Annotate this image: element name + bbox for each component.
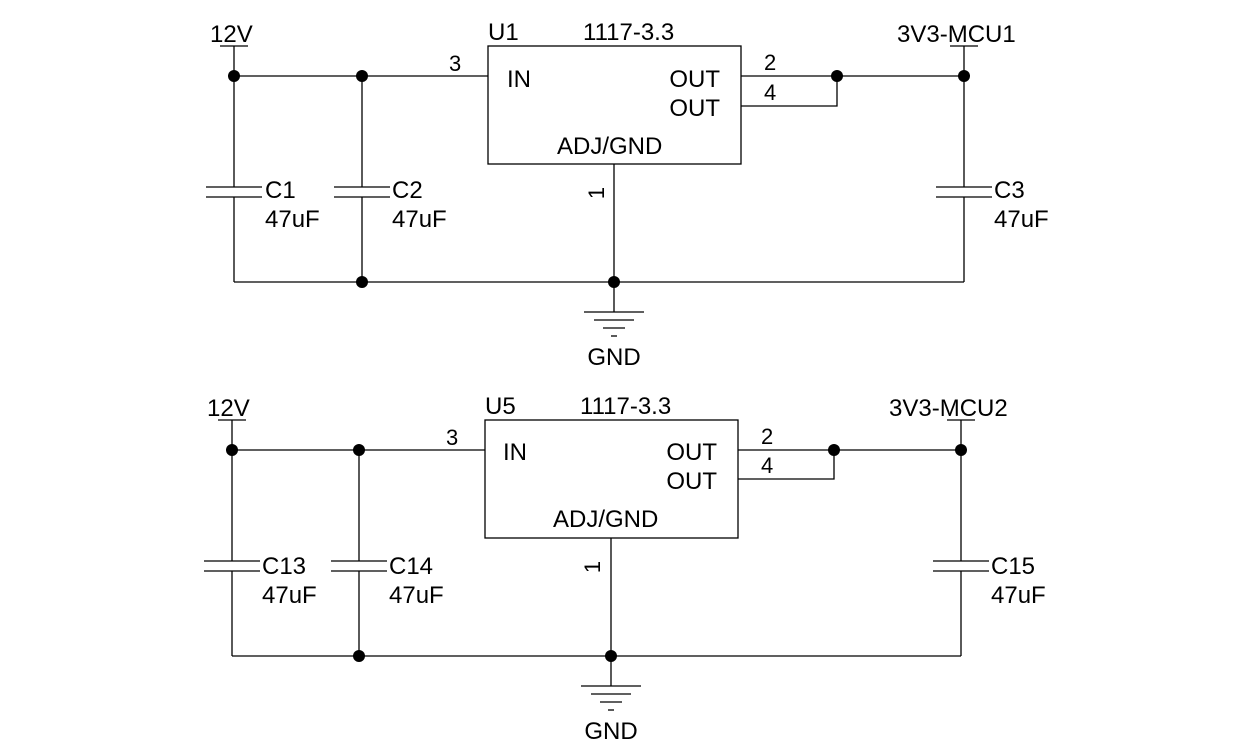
- capacitor-c1: C1 47uF: [206, 177, 320, 233]
- capacitor-ref: C15: [991, 553, 1035, 580]
- capacitor-value: 47uF: [265, 206, 320, 233]
- capacitor-ref: C3: [994, 177, 1025, 204]
- capacitor-value: 47uF: [389, 582, 444, 609]
- ground-symbol: GND: [584, 311, 644, 371]
- capacitor-c13: C13 47uF: [204, 553, 317, 609]
- regulator-circuit-2: 12V C13 47uF C14 47uF U5 1117-3.3 3 IN O…: [204, 393, 1046, 745]
- capacitor-ref: C2: [392, 177, 423, 204]
- regulator-ref: U5: [485, 393, 516, 420]
- output-pin4-wire: [741, 76, 838, 107]
- regulator-part: 1117-3.3: [583, 19, 674, 46]
- regulator-part: 1117-3.3: [580, 393, 671, 420]
- pin-out1-name: OUT: [666, 439, 717, 466]
- output-label: 3V3-MCU1: [897, 21, 1016, 48]
- capacitor-value: 47uF: [392, 206, 447, 233]
- junction-dot: [955, 444, 967, 456]
- junction-dot: [226, 444, 238, 456]
- capacitor-value: 47uF: [994, 206, 1049, 233]
- pin-gnd-number: 1: [584, 187, 609, 199]
- output-pin4-wire: [738, 450, 835, 480]
- capacitor-ref: C13: [262, 553, 306, 580]
- pin-in-number: 3: [446, 425, 458, 450]
- junction-dot: [958, 70, 970, 82]
- output-label: 3V3-MCU2: [889, 395, 1008, 422]
- pin-out1-number: 2: [761, 424, 773, 449]
- pin-out1-name: OUT: [669, 66, 720, 93]
- ground-symbol: GND: [581, 685, 641, 745]
- pin-out1-number: 2: [764, 50, 776, 75]
- capacitor-c15: C15 47uF: [933, 553, 1046, 609]
- capacitor-value: 47uF: [991, 582, 1046, 609]
- regulator-ref: U1: [488, 19, 519, 46]
- output-port-3v3-mcu2: 3V3-MCU2: [889, 395, 1008, 450]
- junction-dot: [356, 276, 368, 288]
- ground-label: GND: [584, 718, 637, 745]
- junction-dot: [828, 444, 840, 456]
- pin-in-number: 3: [449, 51, 461, 76]
- output-port-3v3-mcu1: 3V3-MCU1: [897, 21, 1016, 76]
- power-label: 12V: [210, 21, 253, 48]
- pin-out2-name: OUT: [666, 468, 717, 495]
- junction-dot: [831, 70, 843, 82]
- pin-in-name: IN: [507, 66, 531, 93]
- junction-dot: [605, 650, 617, 662]
- capacitor-ref: C14: [389, 553, 433, 580]
- capacitor-c14: C14 47uF: [331, 553, 444, 609]
- power-port-12v: 12V: [210, 21, 253, 76]
- pin-out2-number: 4: [764, 80, 776, 105]
- power-port-12v: 12V: [207, 395, 250, 450]
- junction-dot: [353, 650, 365, 662]
- junction-dot: [608, 276, 620, 288]
- capacitor-c2: C2 47uF: [334, 177, 447, 233]
- pin-out2-name: OUT: [669, 95, 720, 122]
- power-label: 12V: [207, 395, 250, 422]
- capacitor-ref: C1: [265, 177, 296, 204]
- pin-gnd-name: ADJ/GND: [553, 506, 658, 533]
- pin-gnd-number: 1: [580, 561, 605, 573]
- capacitor-c3: C3 47uF: [936, 177, 1049, 233]
- pin-in-name: IN: [503, 439, 527, 466]
- pin-out2-number: 4: [761, 453, 773, 478]
- ground-label: GND: [587, 344, 640, 371]
- pin-gnd-name: ADJ/GND: [557, 133, 662, 160]
- junction-dot: [228, 70, 240, 82]
- regulator-u5: U5 1117-3.3 3 IN OUT OUT ADJ/GND 1: [446, 393, 739, 573]
- junction-dot: [356, 70, 368, 82]
- regulator-u1: U1 1117-3.3 3 IN OUT OUT ADJ/GND 1: [449, 19, 742, 199]
- junction-dot: [353, 444, 365, 456]
- regulator-circuit-1: 12V C1 47uF C2 47uF U1 1117-3.3 3: [206, 19, 1049, 371]
- capacitor-value: 47uF: [262, 582, 317, 609]
